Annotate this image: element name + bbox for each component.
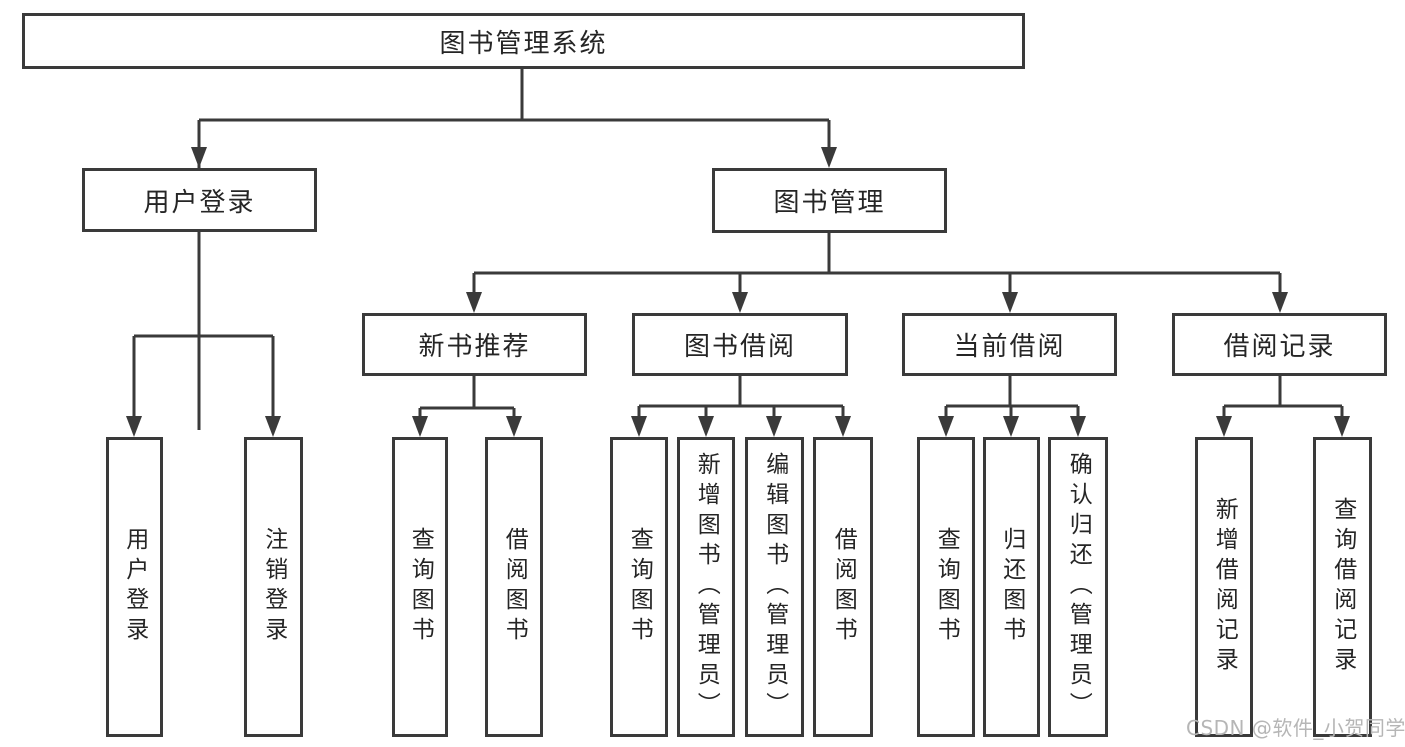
node-label: 借阅图书 xyxy=(501,527,528,647)
node-label: 归还图书 xyxy=(998,527,1025,647)
leaf-bb-borrow-book: 借阅图书 xyxy=(813,437,873,737)
node-label: 借阅记录 xyxy=(1223,332,1336,362)
leaf-nbr-query-book: 查询图书 xyxy=(392,437,448,737)
node-book-borrow: 图书借阅 xyxy=(632,313,848,376)
leaf-nbr-borrow-book: 借阅图书 xyxy=(485,437,543,737)
node-book-management: 图书管理 xyxy=(712,168,947,233)
node-label: 确认归还（管理员） xyxy=(1065,452,1092,722)
node-label: 图书管理 xyxy=(773,188,886,218)
node-label: 用户登录 xyxy=(121,527,148,647)
node-label: 当前借阅 xyxy=(953,332,1066,362)
node-label: 注销登录 xyxy=(260,527,287,647)
connector-root-to-level2 xyxy=(191,69,837,430)
node-new-book-recommend: 新书推荐 xyxy=(362,313,587,376)
leaf-bb-query-book: 查询图书 xyxy=(610,437,668,737)
node-library-system: 图书管理系统 xyxy=(22,13,1025,69)
leaf-cb-return-book: 归还图书 xyxy=(983,437,1040,737)
connector-new-book-recommend-to-leaves xyxy=(412,376,522,437)
node-label: 新增图书（管理员） xyxy=(693,452,720,722)
leaf-bb-edit-book: 编辑图书（管理员） xyxy=(745,437,804,737)
node-label: 查询图书 xyxy=(933,527,960,647)
connector-book-borrow-to-leaves xyxy=(631,376,851,437)
node-label: 图书借阅 xyxy=(683,332,796,362)
connector-book-management-to-level3 xyxy=(466,233,1288,313)
node-label: 查询借阅记录 xyxy=(1329,497,1356,677)
node-user-login: 用户登录 xyxy=(82,168,317,232)
node-label: 查询图书 xyxy=(626,527,653,647)
node-label: 编辑图书（管理员） xyxy=(761,452,788,722)
leaf-br-query-record: 查询借阅记录 xyxy=(1313,437,1372,737)
node-label: 借阅图书 xyxy=(830,527,857,647)
leaf-bb-add-book: 新增图书（管理员） xyxy=(677,437,735,737)
connector-current-borrow-to-leaves xyxy=(938,376,1086,437)
leaf-logout: 注销登录 xyxy=(244,437,303,737)
node-current-borrow: 当前借阅 xyxy=(902,313,1117,376)
leaf-user-login: 用户登录 xyxy=(106,437,163,737)
watermark: CSDN @软件_小贺同学 xyxy=(1186,716,1405,740)
node-label: 新书推荐 xyxy=(418,332,531,362)
node-label: 用户登录 xyxy=(143,187,256,218)
node-label: 图书管理系统 xyxy=(439,28,608,59)
connector-user-login-to-leaves xyxy=(126,232,281,437)
connector-borrow-record-to-leaves xyxy=(1216,376,1350,437)
leaf-cb-confirm-return: 确认归还（管理员） xyxy=(1048,437,1108,737)
leaf-cb-query-book: 查询图书 xyxy=(917,437,975,737)
node-label: 新增借阅记录 xyxy=(1211,497,1238,677)
node-borrow-record: 借阅记录 xyxy=(1172,313,1387,376)
node-label: 查询图书 xyxy=(407,527,434,647)
leaf-br-add-record: 新增借阅记录 xyxy=(1195,437,1253,737)
